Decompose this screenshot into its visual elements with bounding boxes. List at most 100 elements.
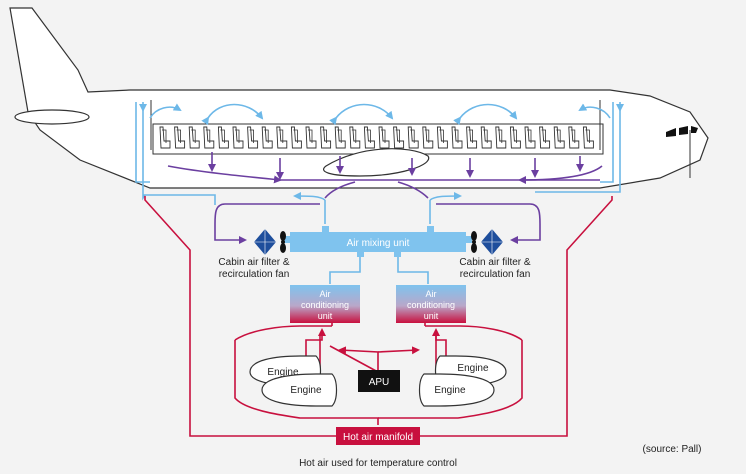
seat-icon [407,126,419,149]
fan-right-icon [471,231,477,253]
seat-icon [582,126,594,149]
caption: Hot air used for temperature control [299,458,457,469]
engine-left-front-label: Engine [290,385,322,396]
seat-back-icon [497,129,503,143]
seat-icon [174,126,186,149]
ac-right-label-3: unit [424,311,439,321]
seat-icon [568,126,580,149]
seat-back-icon [366,129,371,143]
seat-back-icon [381,129,386,143]
seat-icon [290,126,302,149]
seat-icon [422,126,434,149]
engine-left-back-label: Engine [267,367,299,378]
seat-back-icon [249,129,254,143]
filter-fan-right-label-2: recirculation fan [460,269,531,280]
seat-back-icon [264,129,269,143]
engine-right-back-label: Engine [457,363,489,374]
seat-back-icon [454,129,459,143]
seat-back-icon [176,129,181,143]
air-mixing-unit: Air mixing unit [284,226,472,257]
seat-icon [217,126,229,149]
ac-left-label-2: conditioning [301,300,349,310]
seat-icon [363,126,375,149]
hot-air-manifold-label: Hot air manifold [343,432,413,443]
seat-back-icon [220,129,225,143]
seat-back-icon [527,129,532,143]
apu-unit: APU [358,370,400,392]
seat-icon [261,126,273,149]
engine-right-front-icon [418,373,495,407]
seat-icon [320,126,332,149]
seat-icon [349,126,361,149]
seat-back-icon [410,129,415,143]
seat-back-icon [308,129,313,143]
seat-icon [188,126,200,149]
air-mixing-unit-label: Air mixing unit [347,238,410,249]
seat-icon [378,126,390,149]
seat-icon [232,126,244,149]
seat-icon [480,126,492,149]
seat-icon [334,126,346,149]
filter-fan-left: Cabin air filter & recirculation fan [218,229,290,280]
ac-left-label-3: unit [318,311,333,321]
filter-fan-right: Cabin air filter & recirculation fan [459,229,531,280]
seat-back-icon [293,129,298,143]
seat-back-icon [395,129,400,143]
cockpit-windows-icon [666,126,698,137]
seat-icon [276,126,288,149]
passenger-seats [159,126,594,149]
seat-back-icon [205,129,211,143]
seat-back-icon [512,129,517,143]
hot-air-manifold: Hot air manifold [336,427,420,445]
ac-left-label-1: Air [320,289,331,299]
stabilizer-shape [14,109,90,125]
seat-back-icon [322,129,327,143]
source-credit: (source: Pall) [643,444,702,455]
seat-back-icon [468,129,473,143]
seat-icon [466,126,478,149]
seat-icon [553,126,565,149]
seat-back-icon [570,129,576,143]
engine-left-front-icon [261,373,338,407]
filter-fan-right-label-1: Cabin air filter & [459,257,530,268]
filter-fan-left-label-1: Cabin air filter & [218,257,289,268]
seat-back-icon [337,129,342,143]
seat-icon [203,126,215,149]
engine-right-front-label: Engine [434,385,466,396]
filter-fan-left-label-2: recirculation fan [219,269,290,280]
seat-back-icon [556,129,561,143]
seat-back-icon [424,129,430,143]
seat-back-icon [541,129,546,143]
seat-icon [524,126,536,149]
seat-icon [393,126,405,149]
apu-label: APU [369,377,390,388]
seat-icon [451,126,463,149]
seat-icon [436,126,448,149]
seat-back-icon [235,129,240,143]
seat-icon [509,126,521,149]
ac-right-label-1: Air [426,289,437,299]
seat-back-icon [162,129,167,143]
seat-icon [539,126,551,149]
engines-left: Engine Engine [249,355,338,407]
wing-shape [323,148,430,177]
seat-icon [495,126,507,149]
recirculation-ducts [167,152,603,244]
seat-icon [305,126,317,149]
seat-icon [247,126,259,149]
engines-right: Engine Engine [418,355,507,407]
seat-back-icon [585,129,590,143]
seat-back-icon [278,129,284,143]
seat-back-icon [483,129,488,143]
aircraft-fuselage [9,7,709,189]
fan-left-icon [280,231,286,253]
seat-icon [159,126,171,149]
ac-unit-left: Air conditioning unit [290,285,360,323]
seat-back-icon [439,129,444,143]
seat-back-icon [191,129,196,143]
ac-unit-right: Air conditioning unit [396,285,466,323]
ac-right-label-2: conditioning [407,300,455,310]
seat-back-icon [351,129,357,143]
